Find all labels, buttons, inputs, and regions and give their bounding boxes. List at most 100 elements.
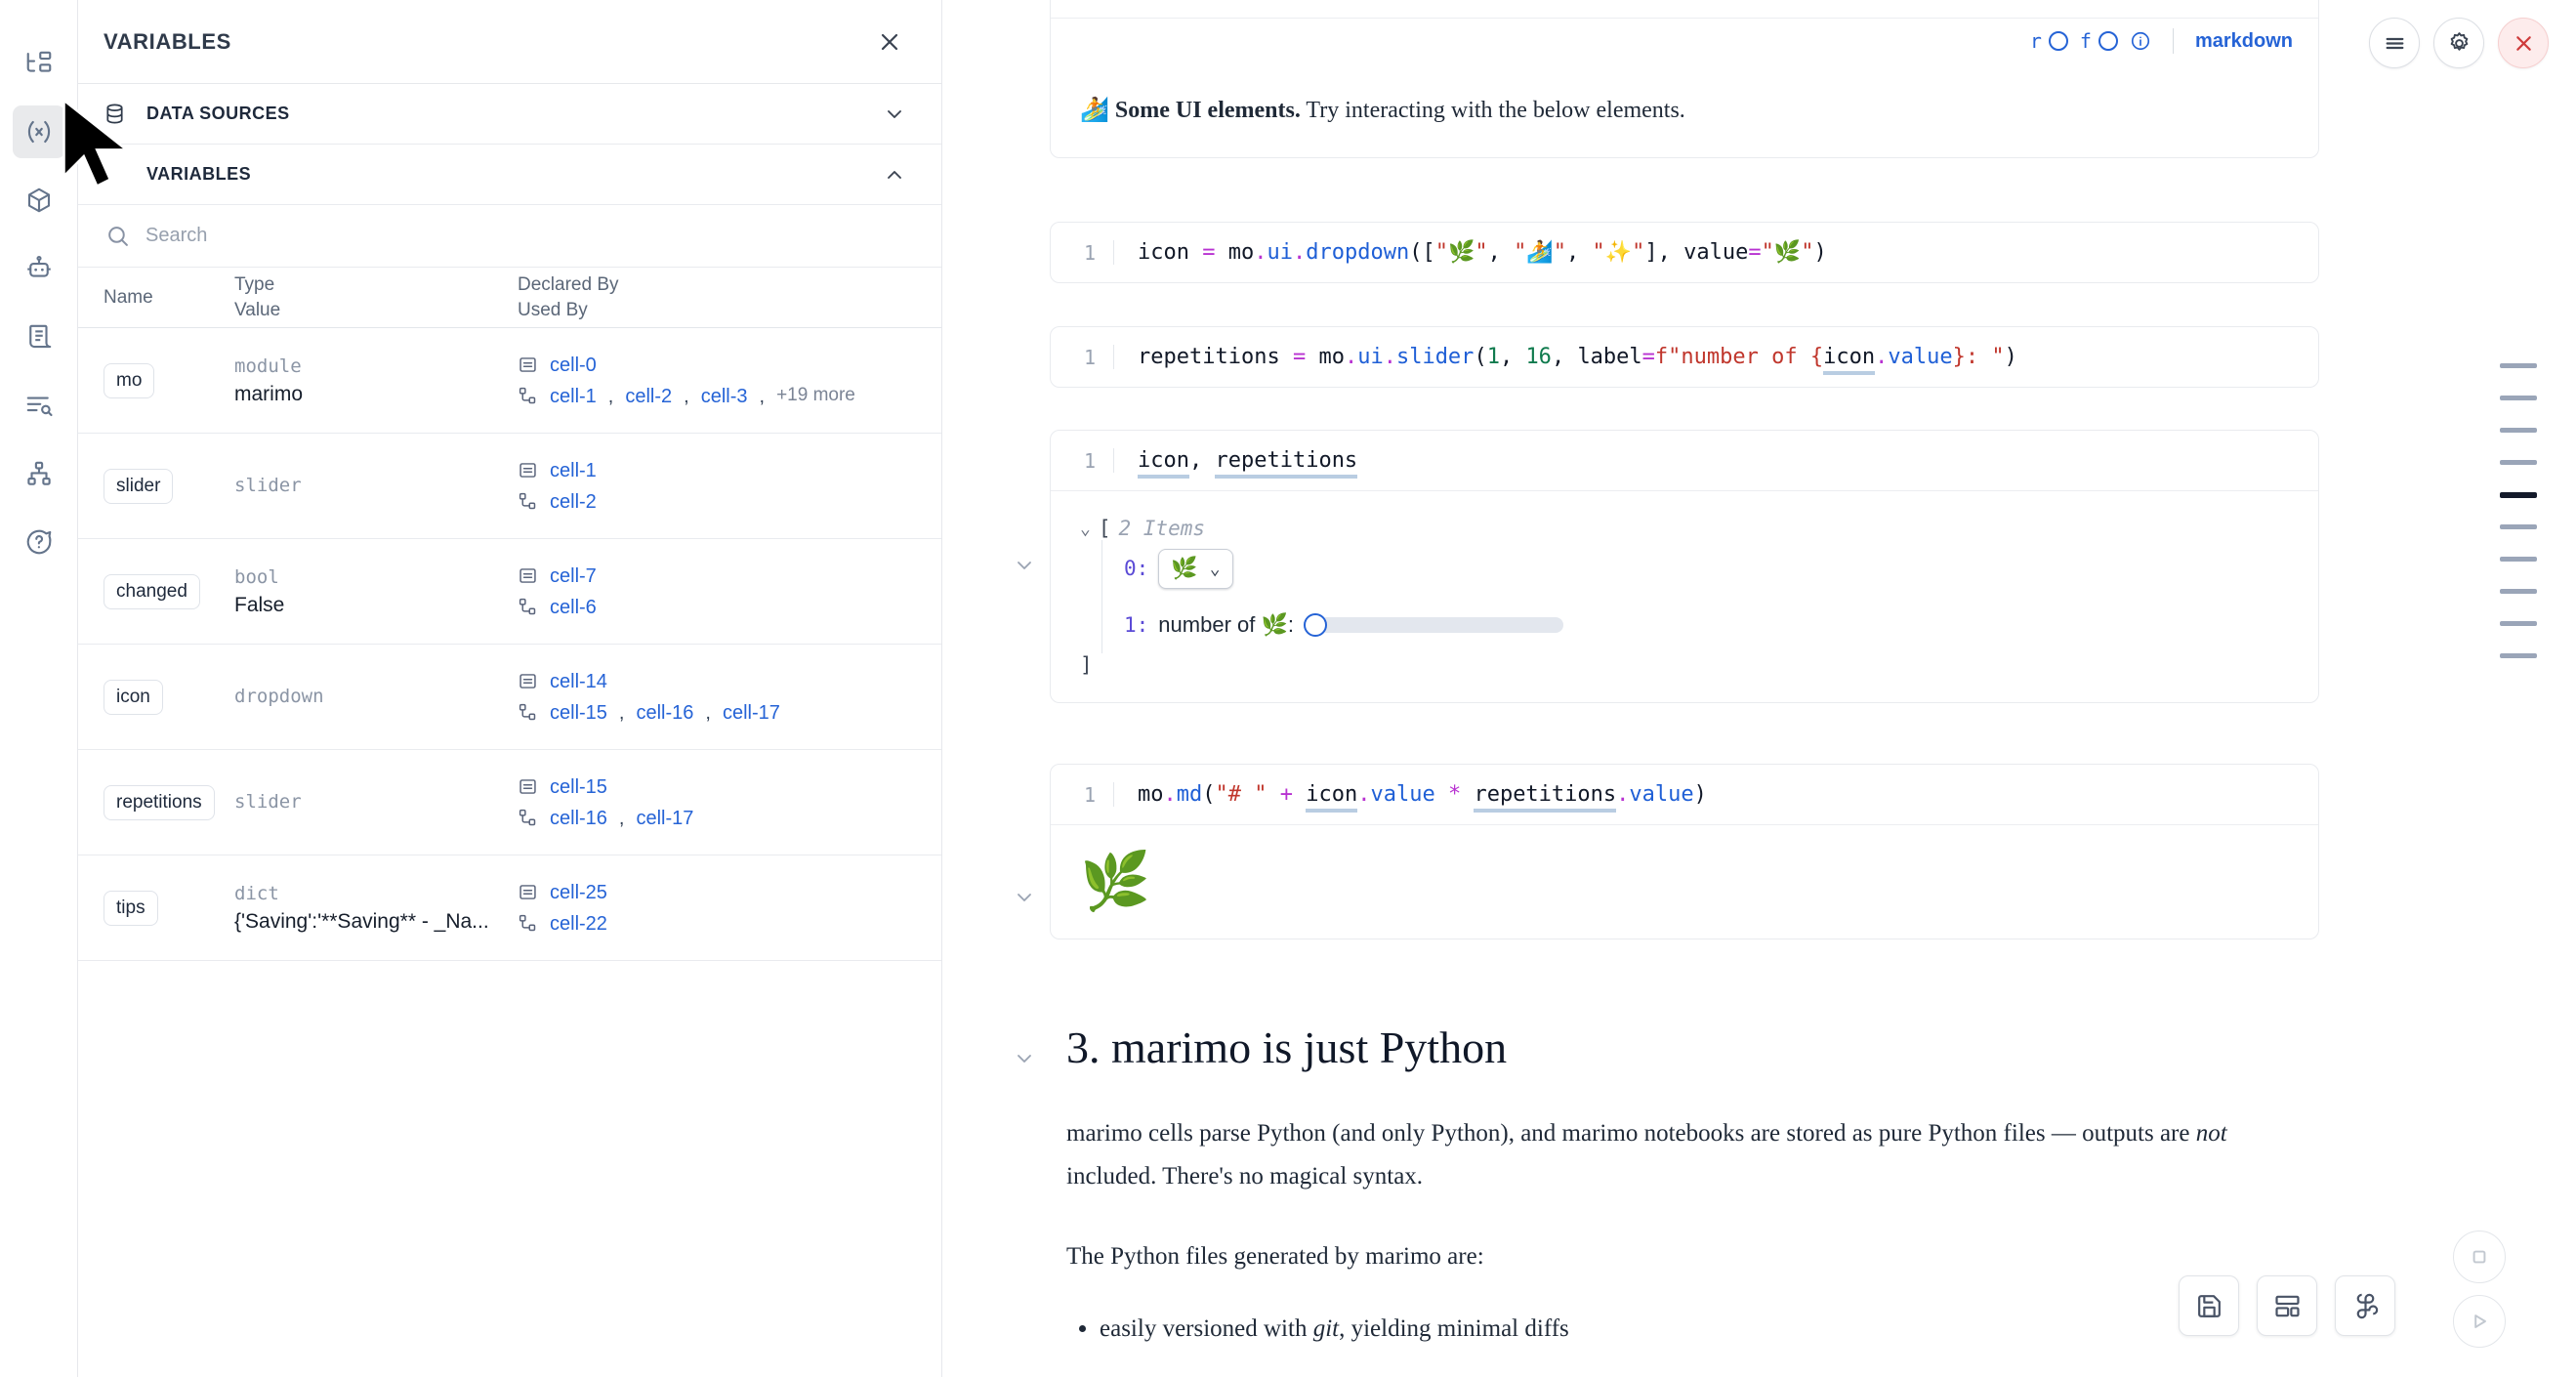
code-cell-widgets[interactable]: 1 icon, repetitions ⌄ [ 2 Items 0: bbox=[1050, 430, 2319, 703]
variable-name-chip[interactable]: repetitions bbox=[104, 784, 215, 820]
stop-icon[interactable] bbox=[2453, 1231, 2506, 1283]
code-token: mo bbox=[1138, 782, 1164, 807]
close-icon[interactable] bbox=[2498, 18, 2549, 68]
cell-link[interactable]: cell-17 bbox=[722, 701, 780, 724]
cell-link[interactable]: cell-14 bbox=[550, 670, 607, 692]
code-line[interactable]: 1 mo.md("# " + icon.value * repetitions.… bbox=[1051, 765, 2318, 824]
run-icon[interactable] bbox=[2453, 1295, 2506, 1348]
cell-language-label[interactable]: markdown bbox=[2194, 29, 2293, 52]
tree-header[interactable]: ⌄ [ 2 Items bbox=[1080, 517, 2289, 540]
page-title: 3. marimo is just Python bbox=[1066, 1022, 1508, 1072]
section-data-sources[interactable]: DATA SOURCES bbox=[78, 84, 941, 145]
slider-handle[interactable] bbox=[1303, 613, 1327, 637]
item-index: 0: bbox=[1124, 557, 1149, 580]
gear-icon[interactable] bbox=[2433, 18, 2484, 68]
cell-link[interactable]: cell-16 bbox=[550, 807, 607, 829]
fold-toggle-md[interactable] bbox=[1011, 884, 1038, 911]
packages-icon[interactable] bbox=[13, 174, 65, 227]
variable-name-chip[interactable]: tips bbox=[104, 890, 158, 926]
code-text[interactable]: icon = mo.ui.dropdown(["🌿", "🏄", "✨"], v… bbox=[1113, 240, 2318, 265]
file-explorer-icon[interactable] bbox=[13, 37, 65, 90]
fold-toggle-section[interactable] bbox=[1011, 1045, 1038, 1072]
cell-link[interactable]: cell-2 bbox=[550, 490, 597, 513]
variable-name-chip[interactable]: slider bbox=[104, 468, 174, 504]
minimap-bar[interactable] bbox=[2500, 396, 2537, 400]
code-line[interactable]: 1 icon, repetitions bbox=[1051, 431, 2318, 490]
minimap-bar[interactable] bbox=[2500, 557, 2537, 562]
minimap-bar[interactable] bbox=[2500, 428, 2537, 433]
cell-link[interactable]: cell-7 bbox=[550, 564, 597, 587]
code-text[interactable]: icon, repetitions bbox=[1113, 448, 2318, 479]
section-variables[interactable]: VARIABLES bbox=[78, 145, 941, 205]
search-input[interactable] bbox=[145, 225, 906, 247]
dropdown-select[interactable]: 🌿 ⌄ bbox=[1158, 548, 1233, 589]
cell-link[interactable]: cell-15 bbox=[550, 775, 607, 798]
code-token: 1 bbox=[1486, 345, 1500, 369]
slider-control[interactable] bbox=[1303, 613, 1563, 637]
info-icon[interactable] bbox=[2130, 30, 2151, 52]
minimap-bar[interactable] bbox=[2500, 460, 2537, 465]
layout-icon[interactable] bbox=[2257, 1275, 2317, 1336]
minimap-bar[interactable] bbox=[2500, 589, 2537, 594]
used-by-line: cell-22 bbox=[518, 908, 924, 939]
minimap-bar[interactable] bbox=[2500, 621, 2537, 626]
code-token: ], bbox=[1644, 240, 1684, 265]
cell-link[interactable]: cell-1 bbox=[550, 459, 597, 481]
minimap-bar-active[interactable] bbox=[2500, 492, 2537, 498]
cell-link[interactable]: cell-25 bbox=[550, 881, 607, 903]
markdown-cell-top[interactable]: 1 """🏄 Some UI elements.** Try interacti… bbox=[1050, 0, 2319, 158]
code-line[interactable]: 1 icon = mo.ui.dropdown(["🌿", "🏄", "✨"],… bbox=[1051, 223, 2318, 282]
cell-link[interactable]: cell-15 bbox=[550, 701, 607, 724]
chevron-up-icon[interactable] bbox=[883, 163, 906, 187]
cell-link[interactable]: cell-6 bbox=[550, 596, 597, 618]
toggle-r[interactable]: r bbox=[2030, 29, 2068, 53]
code-cell-markdown-render[interactable]: 1 mo.md("# " + icon.value * repetitions.… bbox=[1050, 764, 2319, 939]
close-icon[interactable] bbox=[873, 25, 906, 59]
cell-link[interactable]: cell-17 bbox=[636, 807, 694, 829]
outline-search-icon[interactable] bbox=[13, 379, 65, 432]
minimap-bar[interactable] bbox=[2500, 363, 2537, 368]
toggle-circle-icon[interactable] bbox=[2048, 31, 2068, 51]
variable-name-chip[interactable]: icon bbox=[104, 679, 163, 715]
command-icon[interactable] bbox=[2335, 1275, 2395, 1336]
variables-icon[interactable] bbox=[12, 105, 65, 158]
dependency-graph-icon[interactable] bbox=[13, 447, 65, 500]
chevron-down-icon[interactable]: ⌄ bbox=[1080, 518, 1091, 539]
minimap-bar[interactable] bbox=[2500, 653, 2537, 658]
cell-link[interactable]: cell-16 bbox=[636, 701, 694, 724]
code-token: "🏄" bbox=[1514, 240, 1566, 265]
toggle-circle-icon[interactable] bbox=[2098, 31, 2118, 51]
cell-link[interactable]: cell-0 bbox=[550, 354, 597, 376]
code-line[interactable]: 1 repetitions = mo.ui.slider(1, 16, labe… bbox=[1051, 327, 2318, 387]
cell-link[interactable]: cell-3 bbox=[700, 385, 748, 407]
table-header: Name Type Value Declared By Used By bbox=[78, 268, 941, 328]
chat-bot-icon[interactable] bbox=[13, 242, 65, 295]
code-text[interactable]: mo.md("# " + icon.value * repetitions.va… bbox=[1113, 782, 2318, 813]
minimap-bar[interactable] bbox=[2500, 524, 2537, 529]
code-token: = bbox=[1748, 240, 1762, 265]
cell-link[interactable]: cell-22 bbox=[550, 912, 607, 935]
documentation-icon[interactable] bbox=[13, 311, 65, 363]
toggle-f[interactable]: f bbox=[2080, 29, 2118, 53]
chevron-down-icon[interactable] bbox=[883, 103, 906, 126]
save-icon[interactable] bbox=[2179, 1275, 2239, 1336]
help-icon[interactable] bbox=[13, 516, 65, 568]
code-cell-slider[interactable]: 1 repetitions = mo.ui.slider(1, 16, labe… bbox=[1050, 326, 2319, 388]
menu-icon[interactable] bbox=[2369, 18, 2420, 68]
code-text[interactable]: repetitions = mo.ui.slider(1, 16, label=… bbox=[1113, 345, 2318, 375]
variable-name-chip[interactable]: changed bbox=[104, 573, 200, 609]
code-cell-dropdown[interactable]: 1 icon = mo.ui.dropdown(["🌿", "🏄", "✨"],… bbox=[1050, 222, 2319, 283]
line-number: 1 bbox=[1083, 448, 1096, 473]
cell-link[interactable]: cell-2 bbox=[625, 385, 673, 407]
fold-toggle-widgets[interactable] bbox=[1011, 552, 1038, 579]
slider-track[interactable] bbox=[1318, 617, 1563, 633]
code-line[interactable]: 1 """🏄 Some UI elements.** Try interacti… bbox=[1051, 0, 2318, 18]
cell-link[interactable]: cell-1 bbox=[550, 385, 597, 407]
variable-name-chip[interactable]: mo bbox=[104, 362, 155, 398]
